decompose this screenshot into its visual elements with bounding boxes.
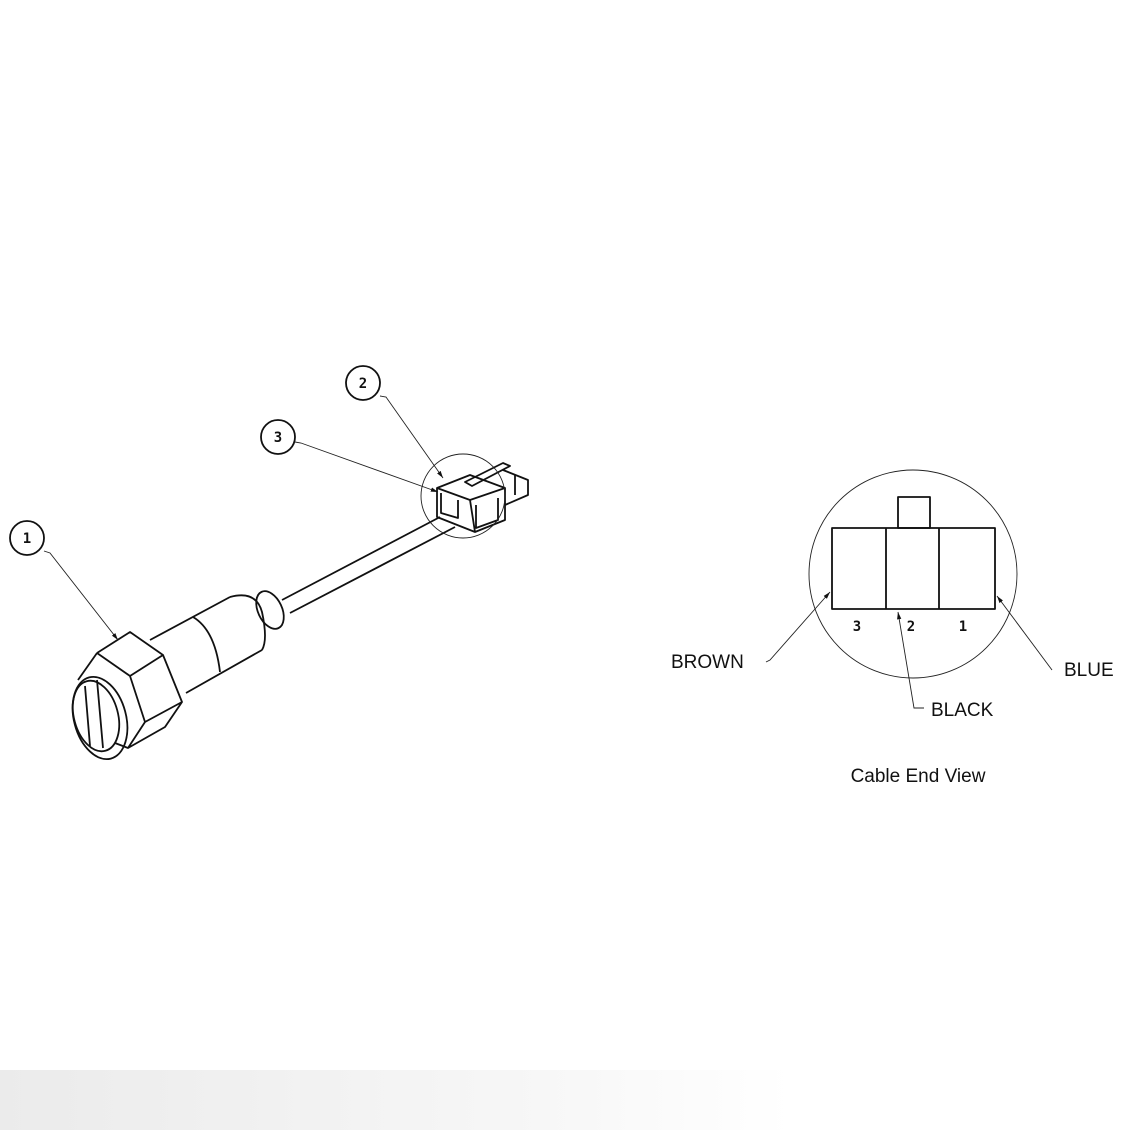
- bottom-shadow: [0, 1070, 1130, 1130]
- svg-text:1: 1: [23, 531, 31, 547]
- brown-leader: [765, 591, 831, 663]
- balloon-1: 1: [9, 520, 119, 641]
- pin-number-1: 1: [959, 619, 967, 635]
- svg-text:3: 3: [274, 430, 282, 446]
- strain-relief: [255, 590, 285, 630]
- wire-label-black: BLACK: [931, 700, 994, 721]
- detail-circle: [420, 453, 506, 539]
- sensor-slots: [84, 679, 104, 749]
- cable-edge: [281, 516, 441, 601]
- sensor-face-inner: [71, 679, 121, 753]
- end-view-caption: Cable End View: [851, 766, 986, 787]
- body-seam: [192, 616, 221, 673]
- isometric-view: 1 2 3: [9, 365, 529, 761]
- cable-edge: [289, 526, 456, 614]
- latch-tab: [897, 496, 931, 529]
- black-leader: [897, 611, 924, 709]
- sensor-body: [149, 594, 266, 694]
- end-view-circle: [808, 469, 1018, 679]
- wire-label-blue: BLUE: [1064, 660, 1114, 681]
- pin-number-3: 3: [853, 619, 861, 635]
- connector: [436, 474, 506, 533]
- blue-leader: [996, 595, 1053, 671]
- connector-latch: [464, 462, 529, 506]
- connector-housing: [831, 527, 996, 610]
- hex-nut: [77, 631, 183, 749]
- balloon-2: 2: [345, 365, 444, 479]
- svg-text:2: 2: [359, 376, 367, 392]
- balloon-3: 3: [260, 419, 439, 493]
- pin-number-2: 2: [907, 619, 915, 635]
- cable-end-view: 3 2 1 BROWN BLACK BLUE Cable End View: [671, 469, 1114, 787]
- wire-label-brown: BROWN: [671, 652, 744, 673]
